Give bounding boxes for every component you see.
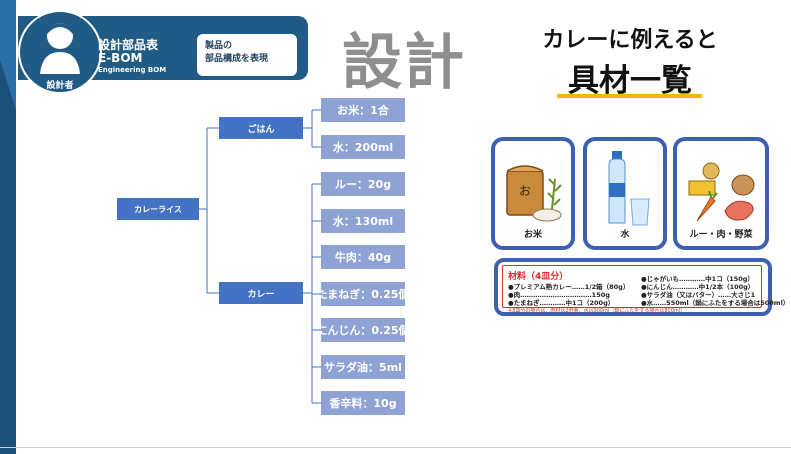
rice-bag-icon: お — [506, 165, 562, 222]
tree-leaf: ルー：20g — [321, 172, 405, 196]
tree-leaf: サラダ油：5ml — [321, 355, 405, 379]
tree-root-node: カレーライス — [117, 198, 199, 220]
tree-leaf: たまねぎ：0.25個 — [321, 282, 405, 306]
recipe-line: ●肉……………………………150g — [508, 291, 610, 299]
designer-label: 設計者 — [46, 81, 74, 91]
tree-leaf: 水：200ml — [321, 135, 405, 159]
tree-leaf: にんじん：0.25個 — [321, 318, 405, 342]
designer-avatar: 設計者 — [18, 10, 102, 94]
card-rice-label: お米 — [523, 230, 542, 240]
person-icon — [40, 23, 80, 74]
bottom-divider — [0, 447, 791, 448]
tree-leaf: 香辛料：10g — [321, 391, 405, 415]
tree-branch-rice: ごはん — [219, 117, 303, 139]
badge-note: 製品の 部品構成を表現 — [197, 34, 297, 76]
card-rice: お お米 — [491, 137, 575, 250]
recipe-line: ●水……550ml（鍋にふたをする場合は500ml） — [641, 299, 790, 307]
tree-leaf: お米：1合 — [321, 98, 405, 122]
tree-leaf: 牛肉：40g — [321, 245, 405, 269]
recipe-line: ●たまねぎ…………中1コ（200g） — [508, 299, 615, 307]
card-water-label: 水 — [620, 230, 630, 240]
card-roux-meat-veg: ルー・肉・野菜 — [673, 137, 769, 250]
example-subtitle: 具材一覧 — [568, 63, 692, 99]
badge-note-line2: 部品構成を表現 — [205, 54, 269, 64]
badge-title: 設計部品表 — [98, 38, 159, 52]
recipe-line: ●じゃがいも…………中1コ（150g） — [641, 275, 754, 283]
water-bottle-icon — [608, 151, 650, 226]
page-title: 設計 — [342, 28, 466, 98]
tree-leaf: 水：130ml — [321, 209, 405, 233]
example-underline — [557, 94, 702, 98]
recipe-line: ●にんじん…………中1/2本（100g） — [641, 283, 755, 291]
recipe-footnote: ※8皿分の場合は、肉材は2倍量、水は900ml（鍋にふたをする場合は800ml） — [508, 308, 686, 314]
vegetables-icon — [688, 162, 755, 222]
recipe-line: ●サラダ油（又はバター）……大さじ1 — [641, 291, 756, 299]
example-title: カレーに例えると — [542, 28, 718, 53]
tree-branch-curry: カレー — [219, 282, 303, 304]
left-accent-band — [0, 0, 16, 454]
recipe-box: 材料（4皿分） ●プレミアム熟カレー……1/2箱（80g） ●肉……………………… — [494, 258, 789, 316]
svg-text:お: お — [519, 184, 531, 198]
card-water: 水 — [583, 137, 667, 250]
badge-abbrev-full: Engineering BOM — [98, 66, 167, 74]
recipe-heading: 材料（4皿分） — [508, 272, 569, 282]
badge-abbrev: E-BOM — [98, 51, 143, 65]
card-roux-label: ルー・肉・野菜 — [689, 230, 753, 240]
badge-note-line1: 製品の — [205, 41, 233, 51]
recipe-line: ●プレミアム熟カレー……1/2箱（80g） — [508, 283, 630, 291]
recipe-inner: 材料（4皿分） ●プレミアム熟カレー……1/2箱（80g） ●肉……………………… — [502, 265, 789, 314]
